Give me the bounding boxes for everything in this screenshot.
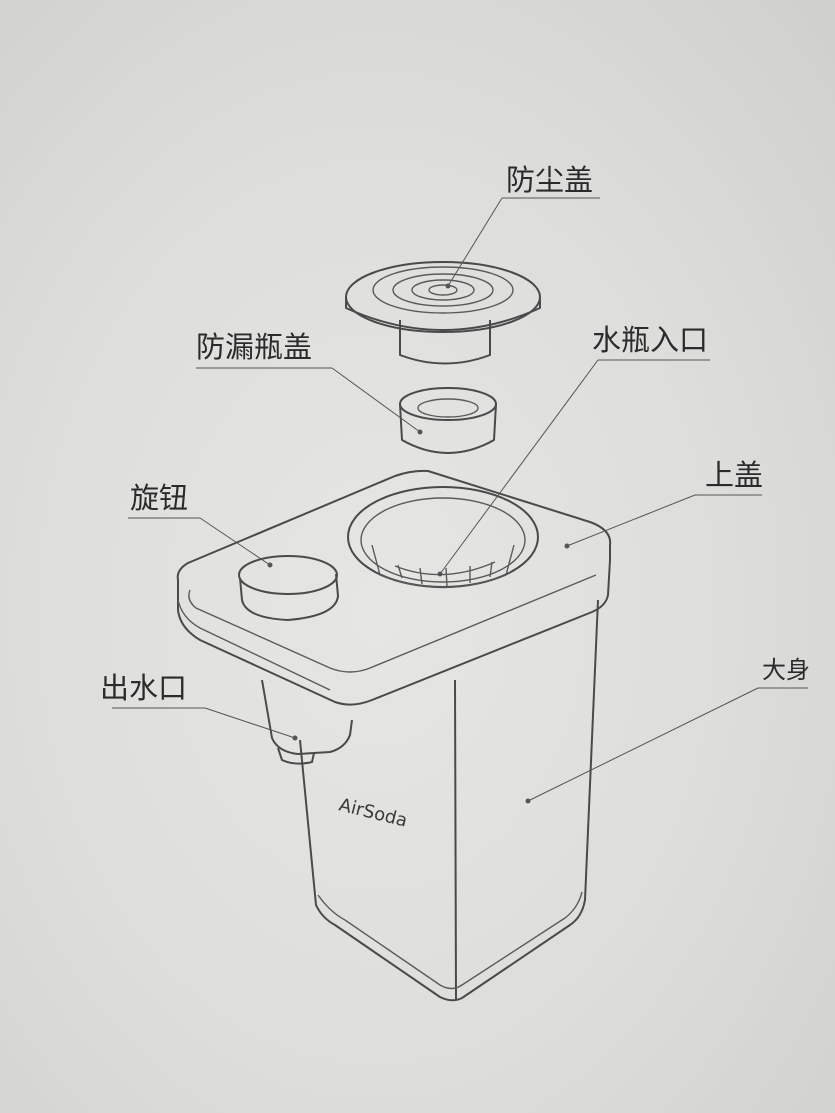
label-leakproof-cap: 防漏瓶盖 [196, 330, 312, 364]
spout-part [261, 679, 353, 765]
top-cover-part [176, 469, 612, 706]
leakproof-cap-part [399, 387, 497, 454]
label-dust-cover: 防尘盖 [506, 163, 593, 197]
knob-part [238, 555, 339, 621]
label-spout: 出水口 [100, 671, 187, 705]
label-knob: 旋钮 [130, 481, 188, 515]
label-top-cover: 上盖 [705, 458, 763, 492]
dust-cover-part [345, 261, 541, 365]
leader-lines [112, 197, 808, 804]
body-part [299, 599, 599, 1002]
brand-logo-text: AirSoda [337, 794, 410, 831]
label-bottle-inlet: 水瓶入口 [592, 323, 708, 357]
label-body: 大身 [762, 656, 810, 684]
